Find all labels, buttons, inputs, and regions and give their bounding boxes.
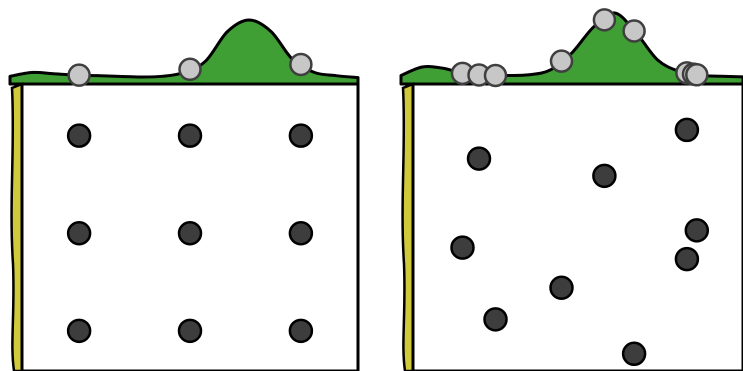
random-sample-point — [686, 219, 708, 241]
grid-panel — [10, 20, 358, 371]
grid-sample-point — [290, 222, 312, 244]
random-sample-point — [676, 248, 698, 270]
grid-sample-point — [290, 320, 312, 342]
random-sample-point — [485, 308, 507, 330]
random-sample-point — [623, 343, 645, 365]
grid-projection-point — [290, 54, 311, 75]
random-sample-point — [468, 148, 490, 170]
grid-sample-point — [179, 222, 201, 244]
random-projection-point — [594, 9, 615, 30]
grid-sample-point — [68, 320, 90, 342]
random-projection-point — [686, 64, 707, 85]
grid-sample-point — [179, 125, 201, 147]
grid-sample-point — [68, 222, 90, 244]
grid-sample-point — [290, 125, 312, 147]
random-left-density-strip — [403, 84, 413, 371]
grid-left-density-strip — [12, 84, 22, 371]
grid-sample-point — [68, 125, 90, 147]
random-sample-point — [676, 119, 698, 141]
random-panel — [401, 9, 743, 371]
random-sample-point — [452, 237, 474, 259]
random-projection-point — [624, 20, 645, 41]
grid-sample-point — [179, 320, 201, 342]
random-projection-point — [485, 65, 506, 86]
grid-projection-point — [180, 59, 201, 80]
grid-projection-point — [69, 65, 90, 86]
random-sample-point — [593, 165, 615, 187]
random-sample-point — [551, 277, 573, 299]
random-projection-point — [551, 51, 572, 72]
